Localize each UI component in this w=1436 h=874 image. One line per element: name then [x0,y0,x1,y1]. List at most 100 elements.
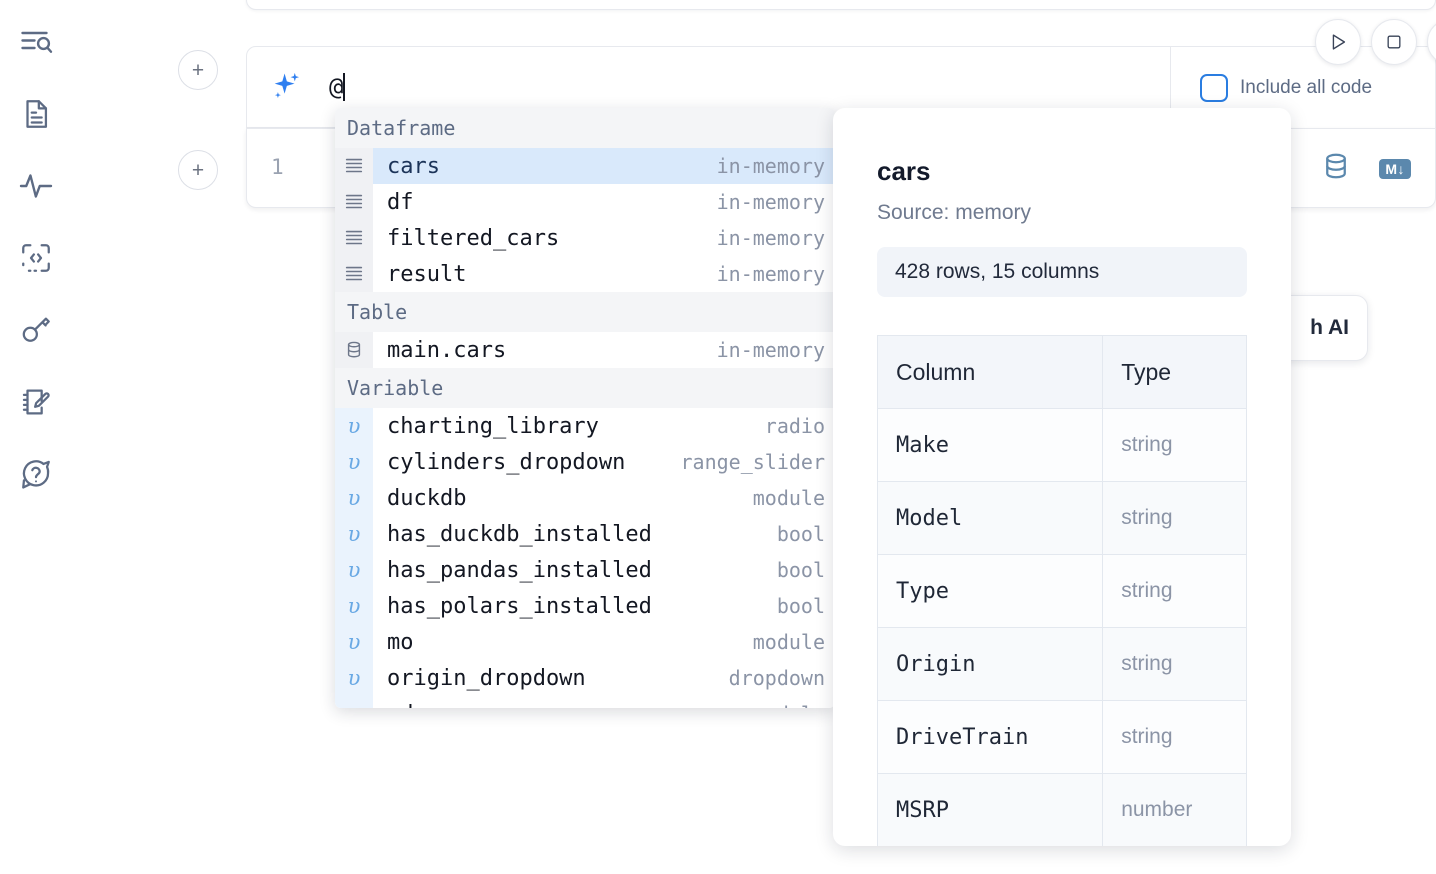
add-cell-above-button[interactable]: + [178,50,218,90]
table-header-row: Column Type [876,335,1247,409]
schema-column-type: string [1102,554,1247,628]
schema-column-name: DriveTrain [876,700,1104,774]
schema-column-name: Model [876,481,1104,555]
dropdown-item-type: bool [776,558,825,582]
schema-column-type: number [1102,773,1247,846]
dropdown-item-type: module [752,486,825,510]
dropdown-section-header: Variable [335,368,835,408]
dropdown-item-type: dropdown [728,666,825,690]
dropdown-item-name: has_polars_installed [387,593,652,619]
dropdown-item-name: duckdb [387,485,467,511]
dropdown-item-name: mo [387,629,414,655]
variable-icon: υ [335,696,373,708]
dropdown-item-pd[interactable]: υpdmodule [335,696,835,708]
dropdown-item-name: result [387,261,467,287]
dropdown-item-body: result in-memory [373,256,835,292]
dropdown-item-body: pdmodule [373,696,835,709]
dropdown-item-filtered_cars[interactable]: filtered_cars in-memory [335,220,835,256]
dropdown-item-type: module [752,630,825,654]
variable-icon: υ [335,444,373,480]
line-number: 1 [271,155,284,179]
run-button[interactable] [1315,19,1361,65]
dropdown-item-type: in-memory [716,154,825,178]
schema-column-type: string [1102,700,1247,774]
text-caret [343,73,346,101]
dropdown-item-type: module [739,702,825,708]
dropdown-item-body: df in-memory [373,184,835,220]
dropdown-item-cars[interactable]: cars in-memory [335,148,835,184]
dropdown-item-result[interactable]: result in-memory [335,256,835,292]
include-all-code-toggle[interactable]: Include all code [1200,74,1372,102]
dropdown-item-name: filtered_cars [387,225,560,251]
scratchpad-icon[interactable] [12,378,60,426]
column-header-type: Type [1102,335,1247,409]
dropdown-item-type: in-memory [716,190,825,214]
help-chat-icon[interactable] [12,450,60,498]
dropdown-item-type: in-memory [716,262,825,286]
dropdown-item-type: in-memory [716,226,825,250]
variable-icon: υ [335,516,373,552]
dropdown-section-header: Table [335,292,835,332]
dataframe-icon [335,256,373,292]
variable-icon: υ [335,480,373,516]
dropdown-item-body: cylinders_dropdown range_slider [373,444,835,480]
dropdown-item-body: filtered_cars in-memory [373,220,835,256]
dropdown-item-body: duckdb module [373,480,835,516]
dropdown-item-cylinders_dropdown[interactable]: υ cylinders_dropdown range_slider [335,444,835,480]
column-header-column: Column [876,335,1104,409]
dropdown-item-name: df [387,189,414,215]
dropdown-item-name: cylinders_dropdown [387,449,626,475]
dataframe-icon [335,184,373,220]
sparkles-icon [269,70,303,104]
schema-column-name: Origin [876,627,1104,701]
dropdown-item-name: cars [387,153,440,179]
dropdown-item-name: has_duckdb_installed [387,521,652,547]
key-icon[interactable] [12,306,60,354]
dropdown-item-type: bool [776,594,825,618]
dropdown-item-body: mo module [373,624,835,660]
dropdown-section-header: Dataframe [335,108,835,148]
variable-icon: υ [335,660,373,696]
schema-column-name: Make [876,408,1104,482]
file-text-icon[interactable] [12,90,60,138]
stop-button[interactable] [1371,19,1417,65]
schema-column-name: MSRP [876,773,1104,846]
add-cell-below-button[interactable]: + [178,150,218,190]
include-all-code-checkbox[interactable] [1200,74,1228,102]
schema-column-type: string [1102,627,1247,701]
dropdown-item-body: cars in-memory [373,148,835,184]
activity-icon[interactable] [12,162,60,210]
detail-shape-badge: 428 rows, 15 columns [877,247,1247,297]
outline-search-icon[interactable] [12,18,60,66]
markdown-icon[interactable]: M↓ [1379,158,1411,179]
sidebar-rail [0,0,72,874]
cell-icon-group: M↓ [1321,151,1411,186]
dropdown-item-type: range_slider [680,450,826,474]
detail-source: Source: memory [877,201,1032,224]
dropdown-item-body: has_polars_installed bool [373,588,835,624]
dropdown-item-type: in-memory [716,338,825,362]
dataframe-detail-panel: cars Source: memory 428 rows, 15 columns… [833,108,1291,846]
dropdown-item-df[interactable]: df in-memory [335,184,835,220]
code-snippet-icon[interactable] [12,234,60,282]
database-icon[interactable] [1321,151,1351,186]
